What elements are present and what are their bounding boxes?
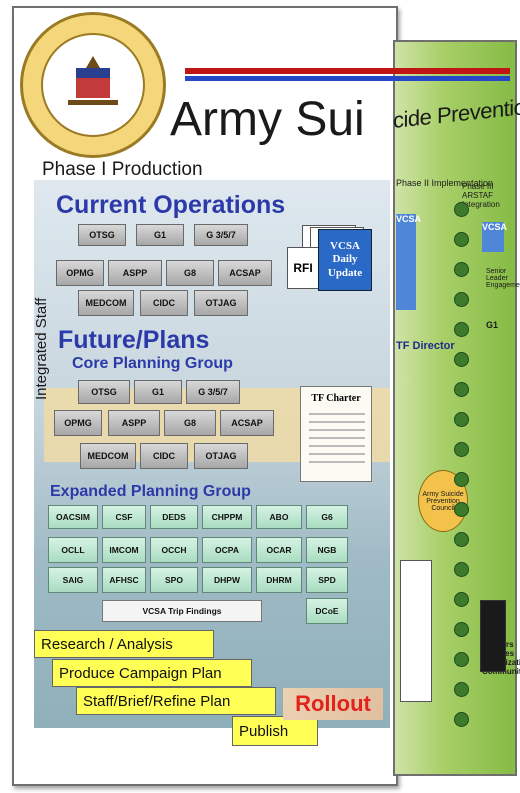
phase2-label: Phase II Implementation — [396, 178, 494, 188]
army-star-logo — [480, 600, 506, 672]
step-produce-campaign-plan: Produce Campaign Plan — [52, 659, 252, 687]
timeline-dot — [454, 592, 469, 607]
expanded-group-box: OCCH — [150, 537, 198, 563]
core-group-box: CIDC — [140, 443, 188, 469]
current-ops-box: G8 — [166, 260, 214, 286]
expanded-group-box: SAIG — [48, 567, 98, 593]
charter-text-line — [309, 413, 365, 415]
expanded-group-box: IMCOM — [102, 537, 146, 563]
timeline-dot — [454, 232, 469, 247]
core-group-box: ACSAP — [220, 410, 274, 436]
title-stripe-blue — [185, 76, 510, 81]
current-ops-box: MEDCOM — [78, 290, 134, 316]
charter-text-line — [309, 453, 365, 455]
expanded-group-box: OACSIM — [48, 505, 98, 529]
current-ops-box: OTSG — [78, 224, 126, 246]
tf-charter-doc: TF Charter — [300, 386, 372, 482]
current-ops-box: ACSAP — [218, 260, 272, 286]
side-document — [400, 560, 432, 702]
timeline-dot — [454, 652, 469, 667]
phase3-label: Phase III ARSTAF Integration — [462, 182, 500, 209]
expanded-group-box: G6 — [306, 505, 348, 529]
engagement-label: Senior Leader Engagement — [486, 268, 520, 289]
core-group-box: OPMG — [54, 410, 102, 436]
expanded-group-box: CSF — [102, 505, 146, 529]
integrated-staff-label: Integrated Staff — [33, 297, 50, 400]
current-ops-box: OPMG — [56, 260, 104, 286]
expanded-group-box: SPD — [306, 567, 348, 593]
core-group-box: OTSG — [78, 380, 130, 404]
expanded-group-box: SPO — [150, 567, 198, 593]
step-research-analysis: Research / Analysis — [34, 630, 214, 658]
core-group-box: G 3/5/7 — [186, 380, 240, 404]
current-ops-box: OTJAG — [194, 290, 248, 316]
expanded-group-box: DEDS — [150, 505, 198, 529]
core-group-box: G8 — [164, 410, 216, 436]
future-plans-heading: Future/Plans — [58, 326, 210, 354]
expanded-group-box: NGB — [306, 537, 348, 563]
expanded-group-box: AFHSC — [102, 567, 146, 593]
timeline-dot — [454, 472, 469, 487]
charter-text-line — [309, 461, 365, 463]
campaign-title: Army Sui — [170, 93, 365, 146]
tf-charter-title: TF Charter — [311, 393, 361, 404]
rfi-doc: RFI — [287, 247, 319, 289]
step-staff-brief-refine: Staff/Brief/Refine Plan — [76, 687, 276, 715]
core-planning-heading: Core Planning Group — [72, 355, 233, 372]
current-ops-box: G 3/5/7 — [194, 224, 248, 246]
core-group-box: G1 — [134, 380, 182, 404]
timeline-dot — [454, 412, 469, 427]
side-g1-label: G1 — [486, 320, 499, 330]
current-ops-box: G1 — [136, 224, 184, 246]
timeline-dot — [454, 562, 469, 577]
core-group-box: MEDCOM — [80, 443, 136, 469]
expanded-group-box: CHPPM — [202, 505, 252, 529]
vcsa-daily-update-doc: VCSA Daily Update — [318, 229, 372, 291]
expanded-group-box: DHPW — [202, 567, 252, 593]
timeline-dot — [454, 622, 469, 637]
expanded-group-box: OCLL — [48, 537, 98, 563]
phase-label: Phase I Production — [42, 159, 203, 180]
side-vcsa-block: VCSA — [396, 214, 421, 310]
rollout-arrow: Rollout — [283, 688, 383, 720]
current-operations-heading: Current Operations — [56, 191, 286, 219]
timeline-dot — [454, 712, 469, 727]
current-ops-box: CIDC — [140, 290, 188, 316]
tf-director-label: TF Director — [396, 340, 455, 352]
timeline-dot — [454, 322, 469, 337]
expanded-group-box: OCPA — [202, 537, 252, 563]
expanded-group-box: OCAR — [256, 537, 302, 563]
expanded-group-box: ABO — [256, 505, 302, 529]
core-group-box: ASPP — [108, 410, 160, 436]
charter-text-line — [309, 421, 365, 423]
eagle-icon — [68, 56, 118, 105]
timeline-dot — [454, 682, 469, 697]
timeline-dot — [454, 442, 469, 457]
step-publish: Publish — [232, 716, 318, 746]
army-seal-icon — [20, 12, 166, 158]
timeline-dot — [454, 262, 469, 277]
side-vcsa-top: VCSA — [482, 222, 507, 252]
timeline-dot — [454, 502, 469, 517]
charter-text-line — [309, 437, 365, 439]
dcoe-box: DCoE — [306, 598, 348, 624]
title-stripe-red — [185, 68, 510, 74]
charter-text-line — [309, 429, 365, 431]
core-group-box: OTJAG — [194, 443, 248, 469]
timeline-dot — [454, 292, 469, 307]
expanded-planning-heading: Expanded Planning Group — [50, 483, 251, 500]
timeline-dot — [454, 382, 469, 397]
timeline-dot — [454, 352, 469, 367]
current-ops-box: ASPP — [108, 260, 162, 286]
vcsa-trip-findings: VCSA Trip Findings — [102, 600, 262, 622]
expanded-group-box: DHRM — [256, 567, 302, 593]
charter-text-line — [309, 445, 365, 447]
timeline-dot — [454, 202, 469, 217]
timeline-dot — [454, 532, 469, 547]
